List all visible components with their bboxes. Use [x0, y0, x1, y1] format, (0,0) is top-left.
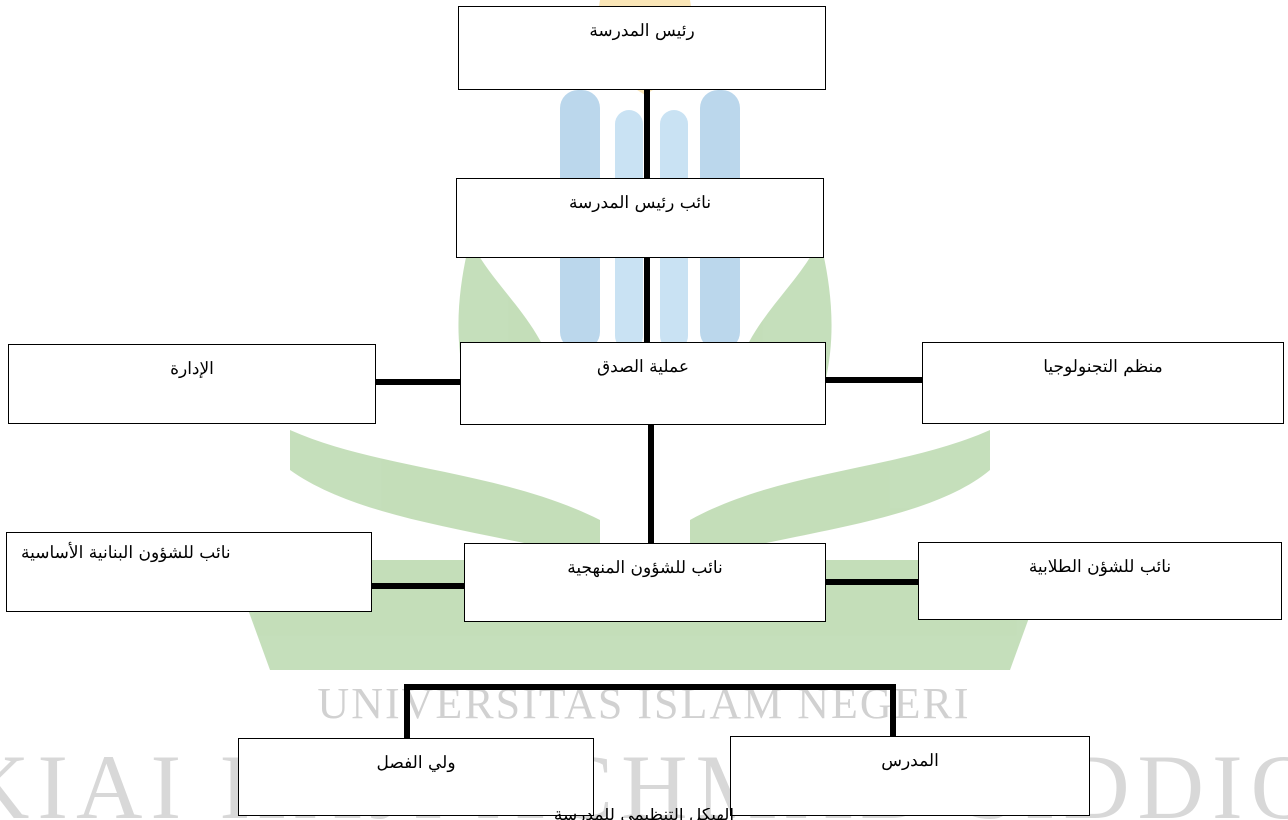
- node-vp-curriculum: نائب للشؤون المنهجية: [464, 543, 826, 622]
- connector-principal-to-vice: [644, 90, 650, 178]
- node-vp-infrastructure: نائب للشؤون البنانية الأساسية: [6, 532, 372, 612]
- logo-green-leaf-left-lower: [290, 430, 600, 560]
- connector-bar-horizontal: [404, 684, 896, 690]
- logo-green-leaf-right-lower: [690, 430, 990, 560]
- node-admin: الإدارة: [8, 344, 376, 424]
- connector-admin-to-verification: [376, 379, 460, 385]
- connector-verification-to-curriculum: [648, 425, 654, 543]
- connector-infrastructure-to-curriculum: [372, 583, 464, 589]
- node-homeroom-teacher: ولي الفصل: [238, 738, 594, 816]
- connector-verification-to-tech: [826, 377, 922, 383]
- figure-caption: الهيكل التنظيمي للمدرسة: [553, 808, 735, 820]
- connector-curriculum-to-student-affairs: [826, 579, 918, 585]
- node-verification: عملية الصدق: [460, 342, 826, 425]
- connector-bar-to-teacher: [890, 684, 896, 736]
- node-vice-principal: نائب رئيس المدرسة: [456, 178, 824, 258]
- connector-bar-to-homeroom: [404, 684, 410, 738]
- node-principal: رئيس المدرسة: [458, 6, 826, 90]
- node-vp-student-affairs: نائب للشؤن الطلابية: [918, 542, 1282, 620]
- connector-vice-to-verification: [644, 258, 650, 342]
- node-teacher: المدرس: [730, 736, 1090, 816]
- node-tech-organizer: منظم التجنولوجيا: [922, 342, 1284, 424]
